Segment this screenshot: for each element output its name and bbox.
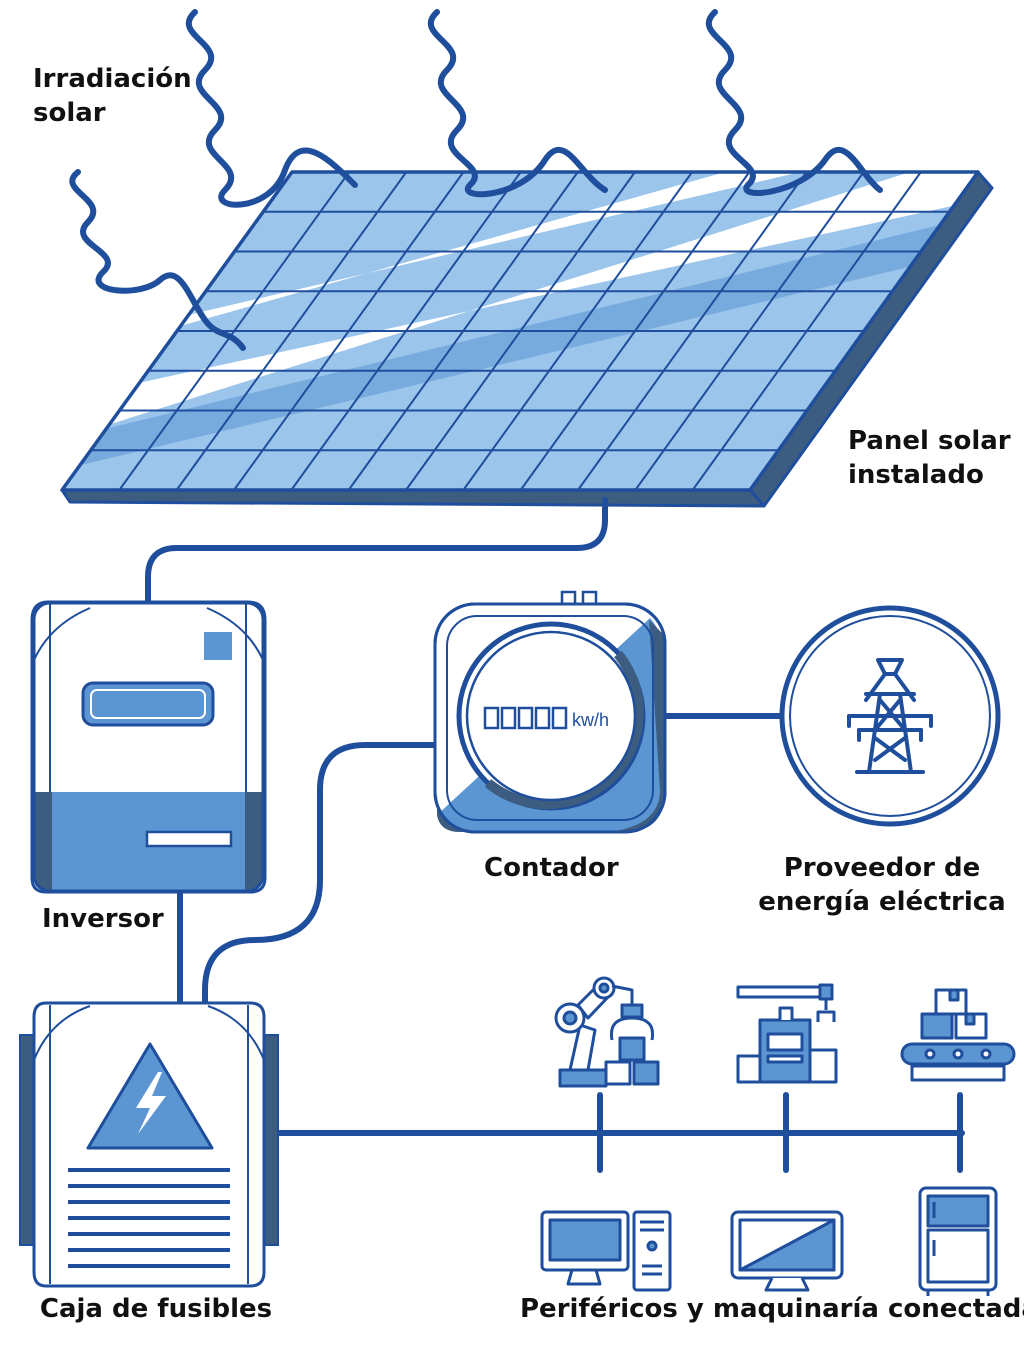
inverter-slot bbox=[145, 830, 233, 848]
solar-panel bbox=[60, 170, 994, 508]
meter-unit-label: kw/h bbox=[572, 710, 609, 730]
conveyor-belt-icon bbox=[900, 988, 1016, 1082]
fuse-box-label: Caja de fusibles bbox=[39, 1294, 273, 1324]
panel-bottom-edge bbox=[60, 488, 766, 508]
panel-cell-grid bbox=[90, 171, 950, 491]
fuse-box bbox=[19, 1001, 279, 1288]
panel-reflections bbox=[62, 172, 978, 470]
provider-label-line2: energía eléctrica bbox=[758, 887, 1006, 917]
desktop-computer-icon bbox=[540, 1210, 672, 1292]
meter-digit-boxes bbox=[483, 706, 568, 730]
panel-label-line1: Panel solar bbox=[848, 426, 1011, 456]
wavy-ray-icon bbox=[69, 9, 883, 351]
inverter-label: Inversor bbox=[42, 904, 164, 934]
panel-label-line2: instalado bbox=[848, 460, 984, 490]
factory-machine-icon bbox=[736, 983, 838, 1084]
inverter bbox=[30, 600, 267, 894]
provider-label: Proveedor de energía eléctrica bbox=[748, 851, 1016, 919]
electric-meter: kw/h bbox=[433, 590, 667, 834]
irradiation-label: Irradiación solar bbox=[33, 62, 192, 130]
robot-arm-icon bbox=[554, 976, 660, 1088]
meter-label: Contador bbox=[484, 853, 619, 883]
wires bbox=[145, 497, 965, 1173]
power-tower-icon bbox=[847, 658, 933, 774]
inverter-display bbox=[81, 681, 215, 727]
fusebox-to-meter-wire bbox=[202, 742, 443, 1008]
provider-label-line1: Proveedor de bbox=[783, 853, 981, 883]
refrigerator-icon bbox=[918, 1186, 998, 1296]
monitor-icon bbox=[730, 1210, 844, 1292]
panel-to-inverter-wire bbox=[145, 497, 608, 608]
power-provider bbox=[779, 605, 1001, 827]
irradiation-label-line1: Irradiación bbox=[33, 64, 192, 94]
panel-label: Panel solar instalado bbox=[848, 424, 1011, 492]
fuse-vent-lines bbox=[68, 1168, 230, 1268]
lightning-warning-icon bbox=[86, 1042, 214, 1150]
peripherals-label: Periféricos y maquinaría conectada bbox=[520, 1294, 1024, 1324]
inverter-status-light bbox=[204, 632, 232, 660]
irradiation-label-line2: solar bbox=[33, 98, 106, 128]
